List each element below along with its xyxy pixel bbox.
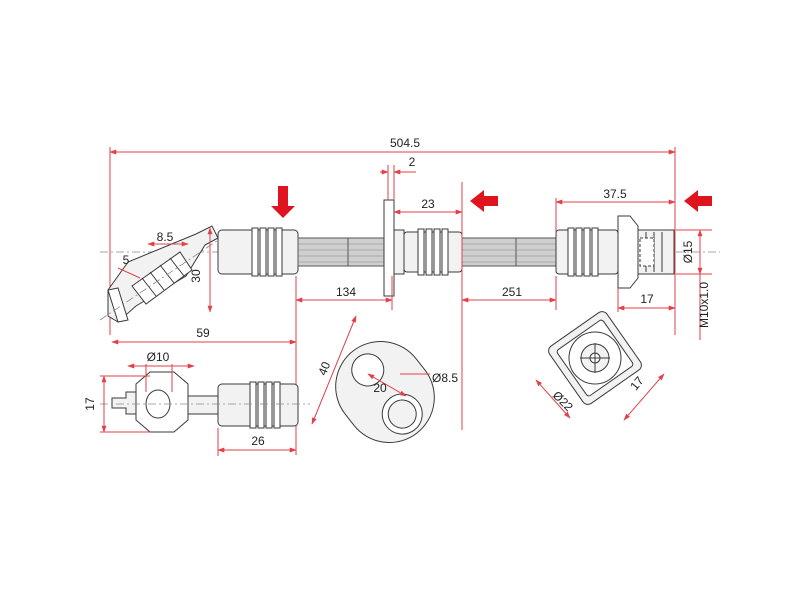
segment-dimensions: 134 251 [295, 276, 557, 455]
segment-left-label: 134 [336, 285, 356, 299]
thread-diameter-label: Ø15 [681, 240, 695, 263]
bracket-to-clip-dimension: 23 [393, 182, 463, 430]
segment-right-label: 251 [502, 285, 522, 299]
left-crimp-fitting [217, 227, 299, 277]
elbow-reach-label: 59 [196, 326, 210, 340]
elbow-dimensions: 8.5 5 30 59 [111, 227, 297, 345]
banjo-width-label: 17 [83, 397, 97, 411]
hose-segment-left [297, 237, 349, 267]
hex-nut-end-view [548, 311, 642, 405]
middle-crimp-fitting [403, 228, 463, 276]
thread-spec-label: M10x1.0 [697, 282, 711, 328]
bracket-to-clip-label: 23 [421, 197, 435, 211]
end-fitting-length-dimension: 37.5 [555, 187, 676, 232]
banjo-fitting [100, 371, 310, 433]
elbow-bore-label: 8.5 [157, 230, 174, 244]
end-hex-dimension: 17 [617, 288, 676, 312]
elbow-height-label: 30 [189, 269, 203, 283]
elbow-fitting [99, 225, 231, 323]
bracket-thickness-label: 2 [409, 155, 416, 169]
right-end-fitting [555, 215, 675, 289]
end-fitting-length-label: 37.5 [603, 187, 627, 201]
banjo-dimensions: Ø10 17 26 [83, 350, 297, 456]
overall-length-label: 504.5 [390, 136, 420, 150]
red-arrow-icon [271, 186, 295, 218]
bracket-hole-diameter-label: Ø8.5 [432, 371, 458, 385]
bracket-thickness-dimension: 2 [380, 155, 416, 200]
middle-bracket [383, 199, 405, 297]
bracket-plate-dimensions: 40 20 Ø8.5 [311, 315, 458, 425]
end-hex-label: 17 [640, 292, 654, 306]
red-arrow-icon [684, 190, 712, 212]
banjo-fitting-length-label: 26 [251, 434, 265, 448]
banjo-bore-label: Ø10 [147, 350, 170, 364]
elbow-tip-label: 5 [123, 253, 130, 267]
bracket-hole-spacing-label: 20 [373, 381, 387, 395]
thread-diameter-dimension: Ø15 [676, 229, 712, 275]
hose-segment-right [461, 237, 557, 267]
bracket-height-label: 40 [315, 359, 333, 377]
thread-spec-dimension: M10x1.0 [697, 274, 711, 340]
nut-diameter-label: Ø22 [550, 388, 576, 414]
red-arrow-icon [470, 190, 498, 212]
